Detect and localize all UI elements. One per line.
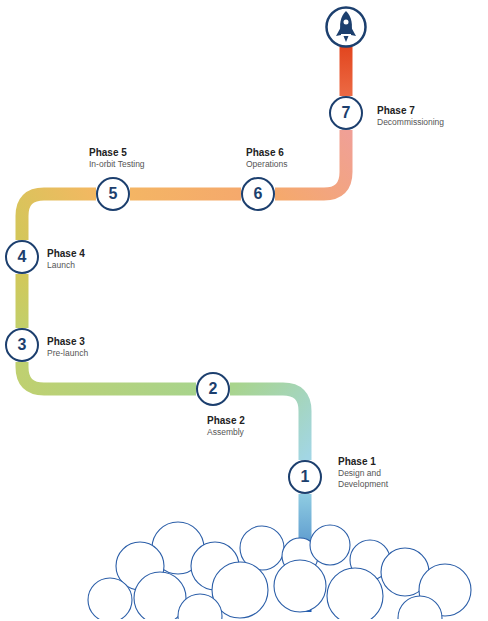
phase-label: Phase 1Design and Development xyxy=(338,456,402,490)
phase-label: Phase 5In-orbit Testing xyxy=(89,147,189,170)
phase-circle: 3Phase 3Pre-launch xyxy=(5,328,39,362)
phase-title: Phase 6 xyxy=(246,147,336,159)
phase-circle: 5Phase 5In-orbit Testing xyxy=(96,177,130,211)
phase-number: 3 xyxy=(18,337,27,353)
phase-subtitle: Operations xyxy=(246,159,336,170)
phase-subtitle: Design and Development xyxy=(338,468,402,490)
cloud-puff xyxy=(327,568,383,621)
rocket-flame xyxy=(344,36,349,42)
track-connector xyxy=(275,130,346,194)
phase-title: Phase 4 xyxy=(47,248,127,260)
cloud-puff xyxy=(178,594,222,621)
phase-circle: 7Phase 7Decommissioning xyxy=(329,96,363,130)
phase-title: Phase 5 xyxy=(89,147,189,159)
cloud-puff xyxy=(310,525,350,565)
phase-circle: 6Phase 6Operations xyxy=(241,177,275,211)
phase-subtitle: Assembly xyxy=(207,427,287,438)
phase-title: Phase 3 xyxy=(47,336,127,348)
phase-title: Phase 1 xyxy=(338,456,402,468)
track-connector xyxy=(22,194,96,240)
rocket-fin xyxy=(351,27,356,36)
phase-title: Phase 2 xyxy=(207,415,287,427)
track-connector xyxy=(16,274,29,328)
phase-subtitle: Decommissioning xyxy=(377,117,487,128)
cloud-puff xyxy=(274,560,326,612)
phase-number: 2 xyxy=(209,381,218,397)
phase-number: 7 xyxy=(342,105,351,121)
phase-number: 6 xyxy=(254,186,263,202)
cloud-puff xyxy=(88,578,132,621)
phase-label: Phase 2Assembly xyxy=(207,415,287,438)
phase-subtitle: Launch xyxy=(47,260,127,271)
phase-label: Phase 6Operations xyxy=(246,147,336,170)
rocket-fin xyxy=(336,27,341,36)
phase-number: 5 xyxy=(109,186,118,202)
phase-number: 1 xyxy=(301,469,310,485)
rocket-circle xyxy=(327,8,366,47)
cloud-puff xyxy=(398,596,442,621)
phase-subtitle: Pre-launch xyxy=(47,348,127,359)
cloud-base xyxy=(0,619,488,621)
phase-number: 4 xyxy=(18,249,27,265)
phase-circle: 1Phase 1Design and Development xyxy=(288,460,322,494)
phase-label: Phase 7Decommissioning xyxy=(377,105,487,128)
phase-circle: 4Phase 4Launch xyxy=(5,240,39,274)
rocket-body xyxy=(340,11,352,34)
rocket-window xyxy=(344,20,349,25)
phase-circle: 2Phase 2Assembly xyxy=(196,372,230,406)
phase-title: Phase 7 xyxy=(377,105,487,117)
track-end xyxy=(340,46,353,96)
track-connector xyxy=(130,188,241,201)
track-connector xyxy=(22,362,196,389)
phase-label: Phase 4Launch xyxy=(47,248,127,271)
phase-label: Phase 3Pre-launch xyxy=(47,336,127,359)
rocket-icon xyxy=(336,11,356,42)
track-connector xyxy=(230,389,305,460)
phase-subtitle: In-orbit Testing xyxy=(89,159,189,170)
